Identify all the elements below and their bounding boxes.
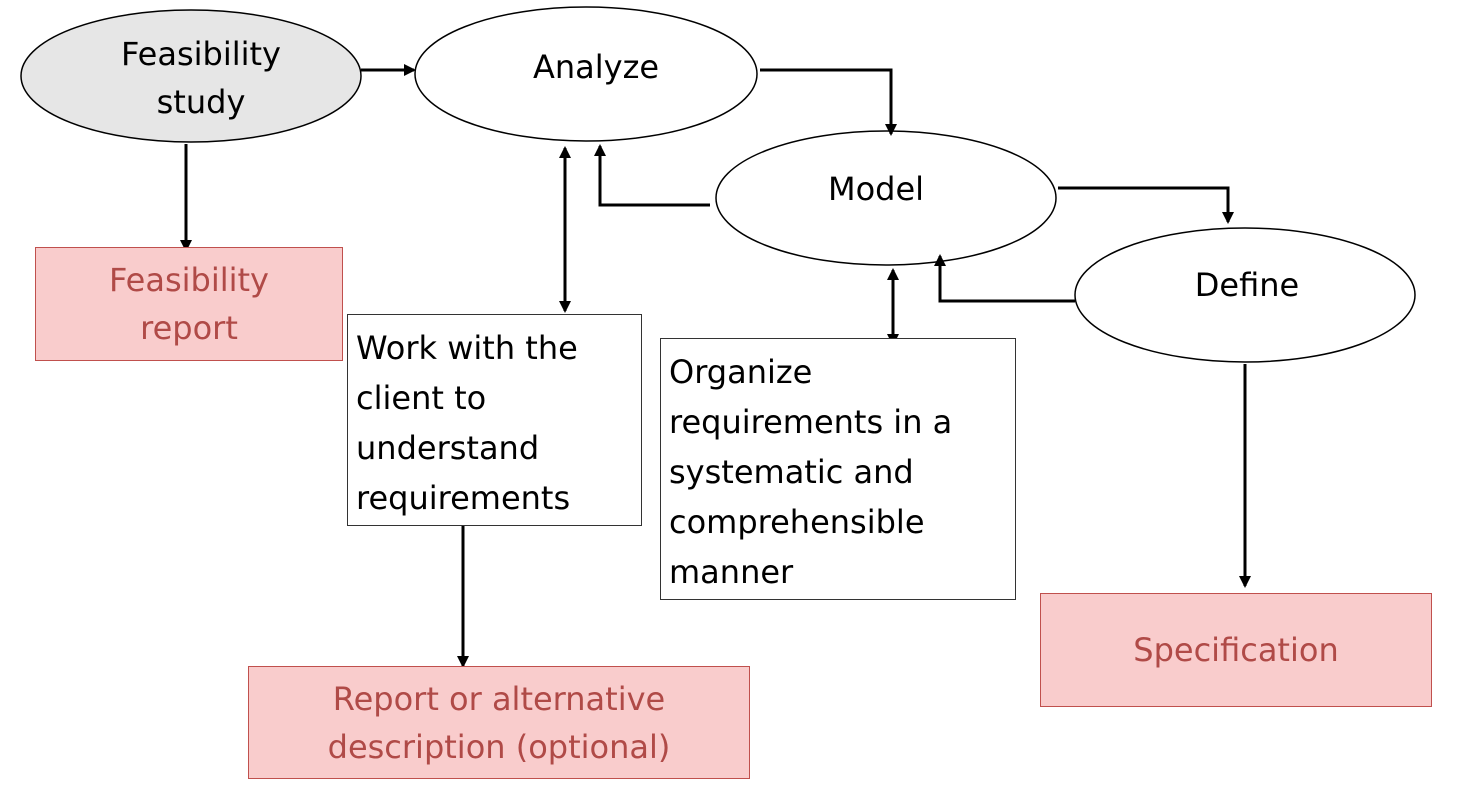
define-ellipse: [1074, 227, 1416, 363]
report-alternative-box: Report or alternative description (optio…: [248, 666, 750, 779]
model-description-box: Organize requirements in a systematic an…: [660, 338, 1016, 600]
analyze-label: Analyze: [532, 48, 660, 86]
feasibility-report-box: Feasibility report: [35, 247, 343, 361]
specification-box: Specification: [1040, 593, 1432, 707]
arrow-model-back-to-analyze: [594, 144, 710, 207]
model-label: Model: [827, 170, 925, 208]
feasibility-study-label: Feasibility study: [121, 35, 281, 121]
define-label: Define: [1194, 266, 1300, 304]
arrow-analyze-to-model: [760, 68, 897, 136]
analyze-description-box: Work with the client to understand requi…: [347, 314, 642, 526]
arrow-model-to-define: [1058, 186, 1234, 224]
arrow-define-back-to-model: [934, 254, 1075, 303]
feasibility-study-ellipse: [20, 9, 362, 143]
